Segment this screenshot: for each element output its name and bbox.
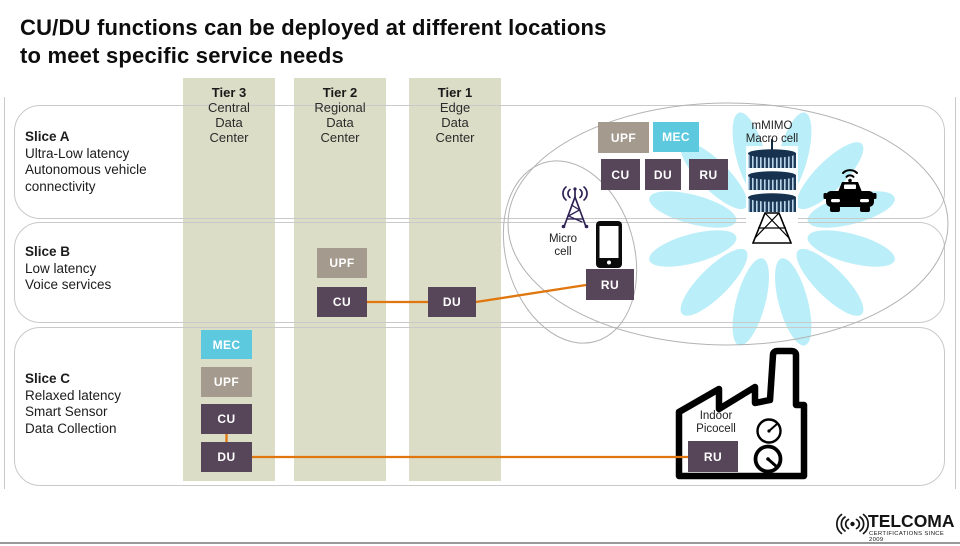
telcoma-logo-brand: TELCOMA xyxy=(868,511,955,531)
telcoma-signal-icon xyxy=(835,513,870,535)
picocell-label: Indoor Picocell xyxy=(696,410,736,435)
slice-c-row xyxy=(14,327,945,486)
mec-box-slice-c: MEC xyxy=(201,330,252,359)
cu-box-slice-b: CU xyxy=(317,287,367,317)
page-title-line2: to meet specific service needs xyxy=(20,43,344,68)
upf-box-slice-b: UPF xyxy=(317,248,367,278)
du-box-slice-c: DU xyxy=(201,442,252,472)
slice-b-label: Slice B Low latency Voice services xyxy=(25,244,112,292)
tier1-column xyxy=(409,78,501,481)
cu-box-slice-a: CU xyxy=(601,159,640,190)
page-bottom-border xyxy=(0,542,960,544)
tier2-column xyxy=(294,78,386,481)
ru-box-slice-b: RU xyxy=(586,269,634,300)
ru-box-picocell: RU xyxy=(688,441,738,472)
tier3-header: Tier 3 Central Data Center xyxy=(208,85,250,145)
page-title-line1: CU/DU functions can be deployed at diffe… xyxy=(20,15,607,40)
mec-box-slice-a: MEC xyxy=(653,122,699,152)
outer-right-line xyxy=(955,97,956,489)
outer-left-line xyxy=(4,97,5,489)
telcoma-logo-tagline: CERTIFICATIONS SINCE 2009 xyxy=(869,531,945,543)
du-box-slice-a: DU xyxy=(645,159,681,190)
tier1-header: Tier 1 Edge Data Center xyxy=(435,85,475,145)
slice-a-label: Slice A Ultra-Low latency Autonomous veh… xyxy=(25,129,147,194)
tier2-name: Tier 2 xyxy=(322,85,358,100)
upf-box-slice-a: UPF xyxy=(598,122,649,153)
slice-c-label: Slice C Relaxed latency Smart Sensor Dat… xyxy=(25,371,122,436)
cu-box-slice-c: CU xyxy=(201,404,252,434)
micro-cell-label: Micro cell xyxy=(548,233,578,258)
macro-cell-label: mMIMO Macro cell xyxy=(745,120,799,145)
du-box-slice-b: DU xyxy=(428,287,476,317)
tier3-name: Tier 3 xyxy=(211,85,247,100)
upf-box-slice-c: UPF xyxy=(201,367,252,397)
tier1-name: Tier 1 xyxy=(437,85,473,100)
slice-b-row xyxy=(14,222,945,323)
ru-box-slice-a: RU xyxy=(689,159,728,190)
page-title: CU/DU functions can be deployed at diffe… xyxy=(20,14,607,70)
tier2-header: Tier 2 Regional Data Center xyxy=(314,85,366,145)
